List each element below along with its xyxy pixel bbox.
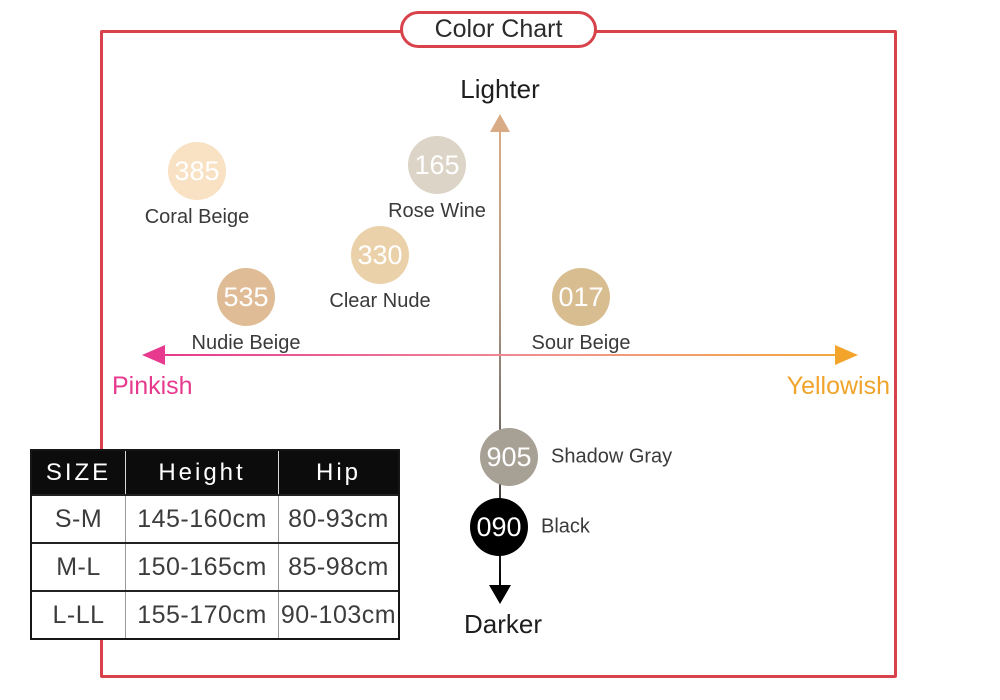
up-arrow-icon xyxy=(490,114,510,132)
size-table-row: M-L 150-165cm 85-98cm xyxy=(32,542,398,590)
size-table-cell: 150-165cm xyxy=(125,544,278,590)
swatch-label: Clear Nude xyxy=(329,290,431,312)
swatch-code: 165 xyxy=(414,149,460,180)
size-table-body: S-M 145-160cm 80-93cm M-L 150-165cm 85-9… xyxy=(32,494,398,638)
swatch-circle: 535 xyxy=(217,268,275,326)
axis-label-pinkish: Pinkish xyxy=(112,372,193,400)
swatch-label: Shadow Gray xyxy=(551,445,673,468)
swatch-circle: 905 xyxy=(480,428,538,486)
size-table-cell: 80-93cm xyxy=(278,496,398,542)
swatch-code: 905 xyxy=(486,441,532,472)
size-table-cell: M-L xyxy=(56,552,101,581)
size-table-header-hip: Hip xyxy=(278,451,398,494)
size-table-header-row: SIZE Height Hip xyxy=(32,451,398,494)
size-table-cell: 155-170cm xyxy=(125,592,278,638)
size-table-cell: 145-160cm xyxy=(125,496,278,542)
color-swatch: 330 Clear Nude xyxy=(329,226,431,312)
swatch-code: 535 xyxy=(223,281,269,312)
color-swatch: 017 Sour Beige xyxy=(532,268,630,354)
swatch-code: 385 xyxy=(174,155,220,186)
down-arrow-icon xyxy=(489,585,511,604)
size-table-cell: 85-98cm xyxy=(278,544,398,590)
swatch-circle: 385 xyxy=(168,142,226,200)
swatch-code: 017 xyxy=(558,281,604,312)
size-table: SIZE Height Hip S-M 145-160cm 80-93cm M-… xyxy=(30,449,400,640)
size-table-cell: 90-103cm xyxy=(278,592,398,638)
swatch-label: Coral Beige xyxy=(144,206,250,228)
color-swatch: 165 Rose Wine xyxy=(388,136,486,222)
size-table-row: S-M 145-160cm 80-93cm xyxy=(32,494,398,542)
color-swatch: 385 Coral Beige xyxy=(145,142,249,228)
swatch-label: Rose Wine xyxy=(388,200,486,222)
color-swatch: 905 Shadow Gray xyxy=(480,428,672,486)
size-table-header-height: Height xyxy=(125,451,278,494)
swatch-circle: 090 xyxy=(470,498,528,556)
right-arrow-icon xyxy=(835,345,858,365)
axis-label-yellowish: Yellowish xyxy=(786,372,890,400)
swatch-circle: 330 xyxy=(351,226,409,284)
color-swatch: 090 Black xyxy=(470,498,590,556)
left-arrow-icon xyxy=(142,345,165,365)
size-table-cell: L-LL xyxy=(52,600,105,629)
axis-label-darker: Darker xyxy=(463,609,543,639)
size-table-row: L-LL 155-170cm 90-103cm xyxy=(32,590,398,638)
swatch-label: Sour Beige xyxy=(531,332,631,354)
swatch-label: Nudie Beige xyxy=(191,332,301,354)
axis-label-lighter: Lighter xyxy=(460,74,540,104)
swatch-label: Black xyxy=(541,515,590,538)
swatch-code: 330 xyxy=(357,239,403,270)
swatch-circle: 017 xyxy=(552,268,610,326)
horizontal-axis-line xyxy=(162,354,838,356)
page-title: Color Chart xyxy=(434,15,563,43)
size-table-cell: S-M xyxy=(54,504,103,533)
swatch-circle: 165 xyxy=(408,136,466,194)
color-swatch: 535 Nudie Beige xyxy=(192,268,300,354)
vertical-axis-line xyxy=(499,131,501,587)
size-table-header-size: SIZE xyxy=(45,458,112,486)
swatch-code: 090 xyxy=(476,511,522,542)
title-pill: Color Chart xyxy=(400,11,597,48)
